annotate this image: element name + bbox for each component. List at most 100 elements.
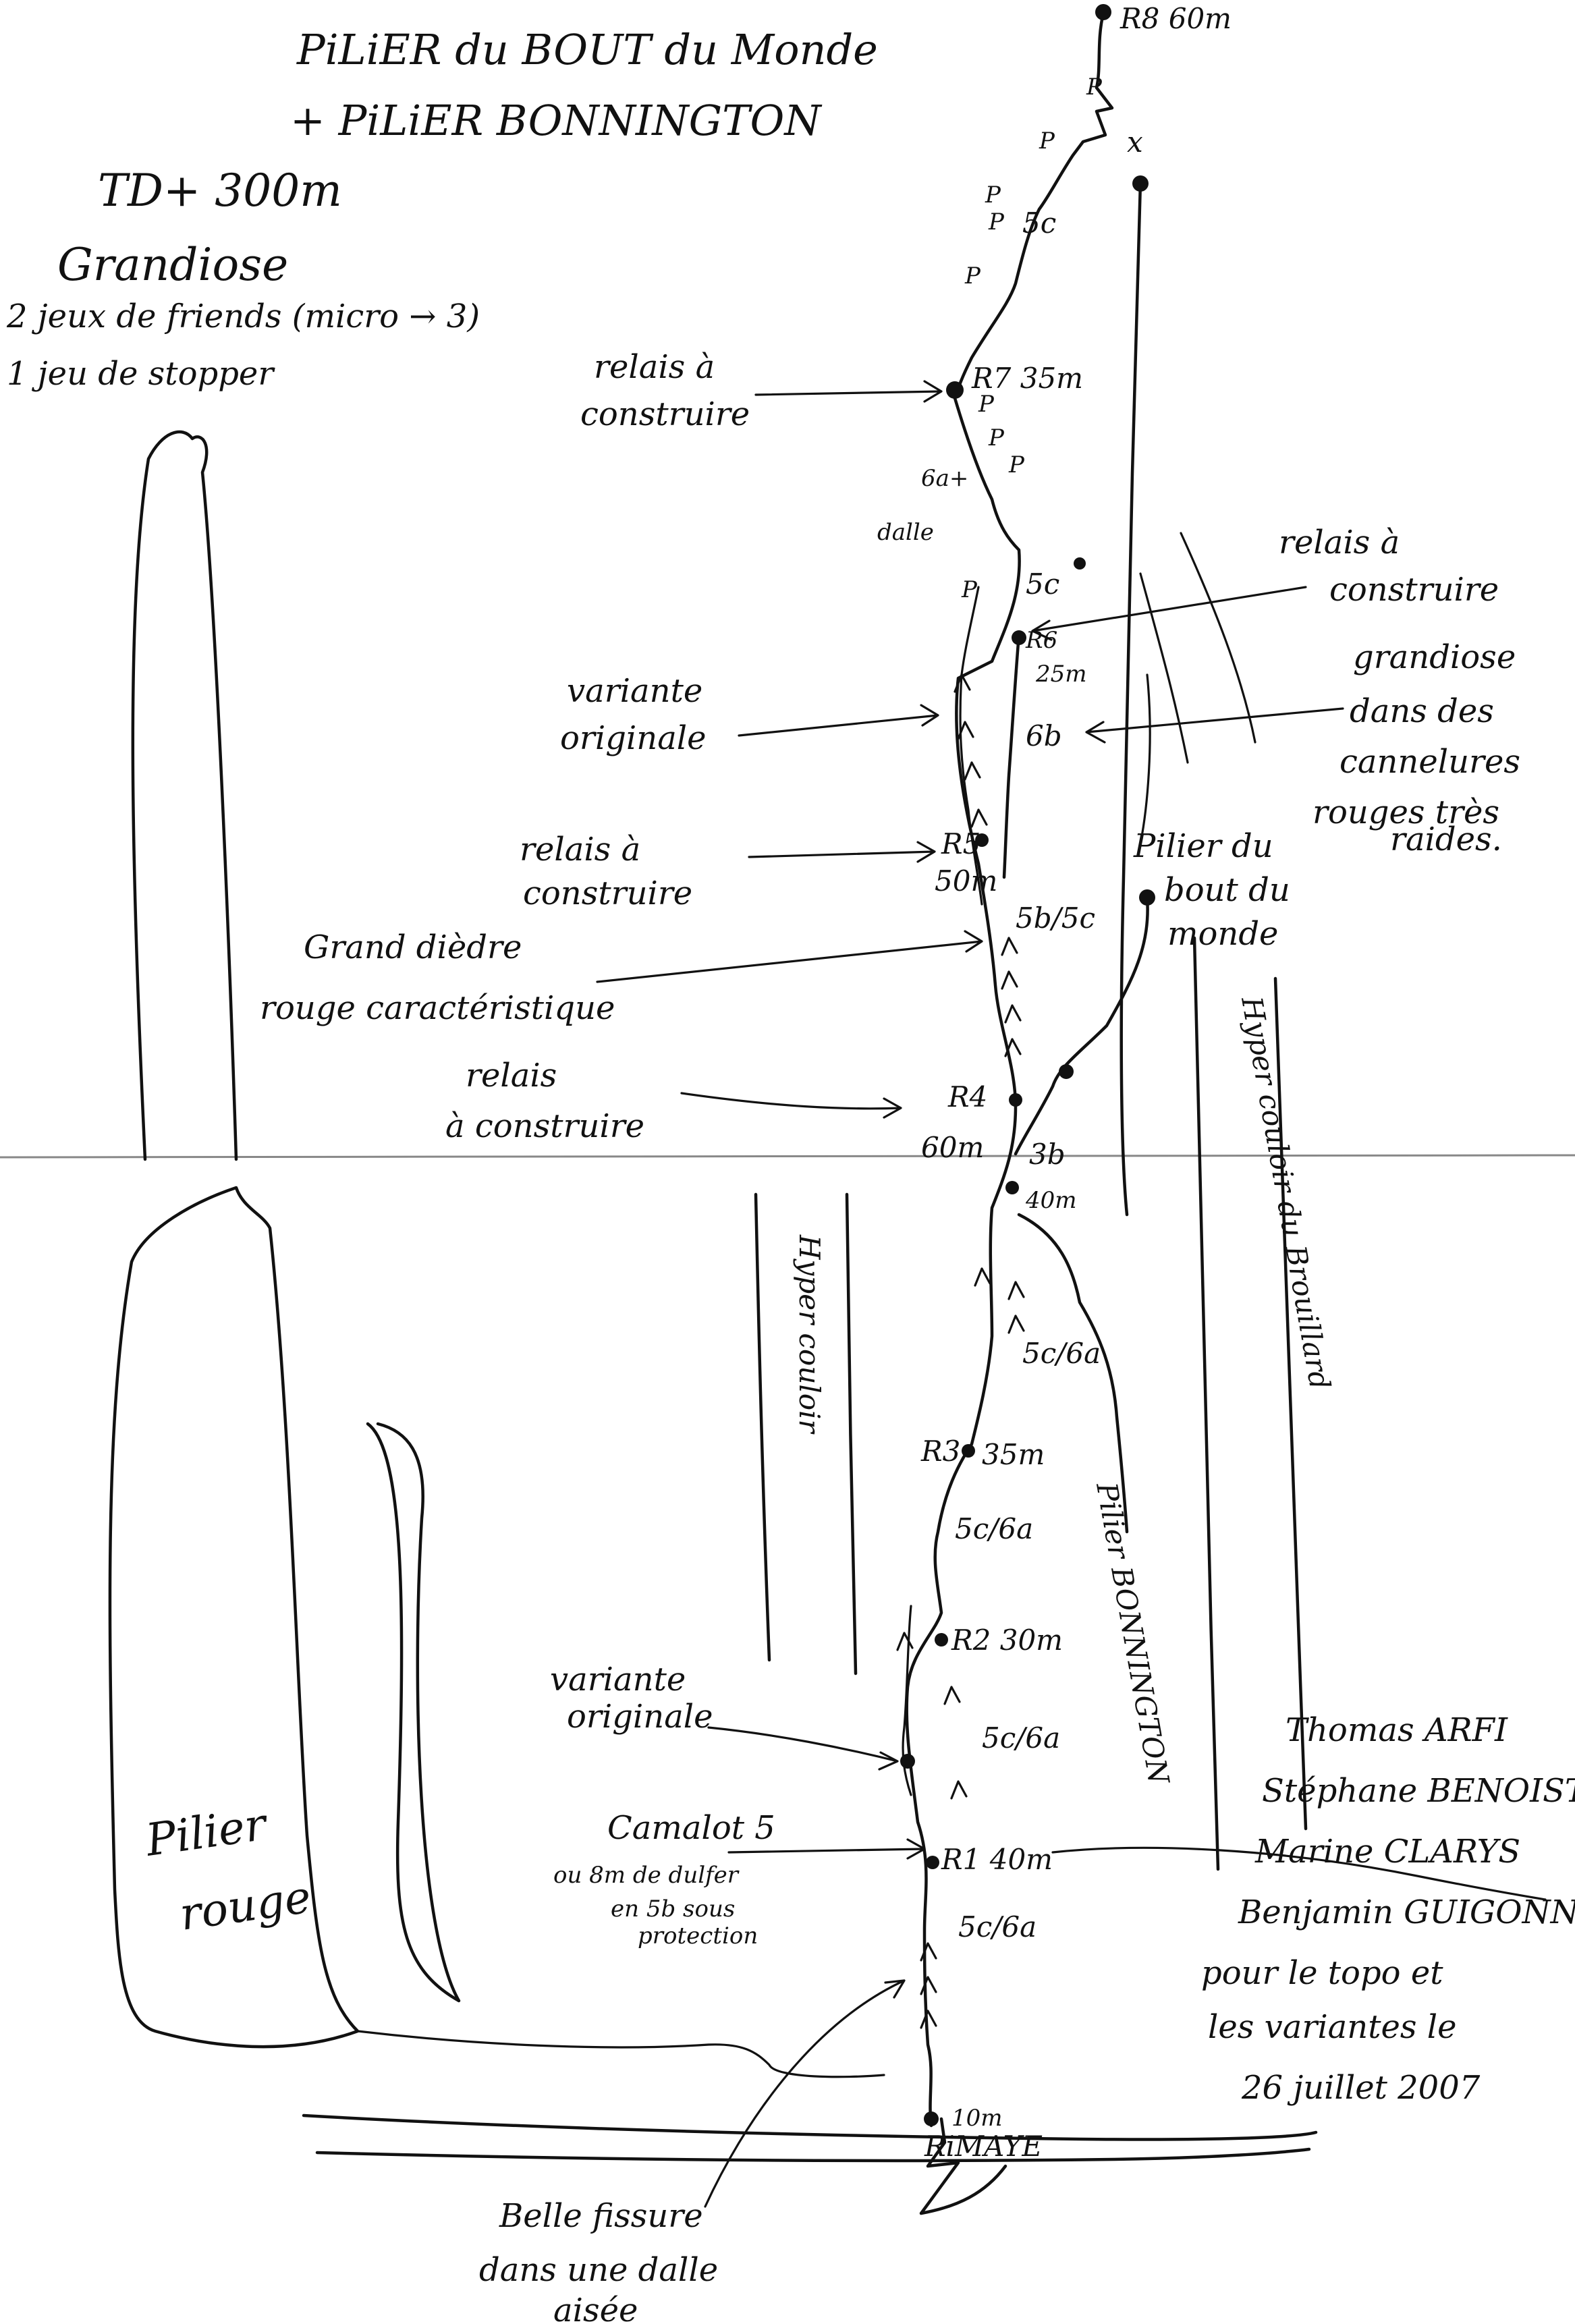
belay-length-r3: 35m: [982, 1438, 1045, 1471]
pilier-bout-label-1: Pilier du: [1133, 827, 1273, 865]
arrow-variante-upper: [738, 704, 939, 737]
variante-originale-upper-path: [959, 586, 983, 906]
route-dot-pilier-bout: [1139, 889, 1155, 906]
pilier-bonnington-line: [1017, 1213, 1129, 1534]
faint-couloir-line-3: [1139, 673, 1151, 845]
belay-label-r3: R3: [920, 1435, 960, 1468]
piton-mark-6: P: [978, 391, 995, 418]
credit-line-4: Benjamin GUIGONNET: [1238, 1893, 1575, 1931]
camalot-line-2: ou 8m de dulfer: [553, 1862, 740, 1889]
pilier-rouge-label-2: rouge: [177, 1871, 314, 1940]
grandiose-line-5: raides.: [1390, 821, 1502, 858]
title-line-1: PiLiER du BOUT du Monde: [296, 25, 878, 74]
couloir-brouillard-wall-a: [1192, 936, 1220, 1871]
grade-6b: 6b: [1026, 719, 1062, 752]
pilier-bonnington-label: Pilier BONNINGTON: [1090, 1479, 1176, 1787]
grandiose-line-1: grandiose: [1353, 638, 1516, 676]
arrow-camalot: [727, 1838, 926, 1860]
camalot-line-3: en 5b sous: [611, 1896, 735, 1922]
relais-upper-line-2: construire: [580, 395, 750, 433]
piton-mark-3: P: [985, 182, 1001, 209]
belay-dot-r6: [1012, 630, 1026, 645]
belay-label-r8: R8 60m: [1120, 2, 1232, 35]
grandiose-line-3: cannelures: [1339, 743, 1520, 781]
rimaye-line-top: [302, 2113, 1318, 2141]
grade-5c-6a-4: 5c/6a: [958, 1910, 1037, 1943]
relais-right-line-2: construire: [1329, 571, 1499, 609]
relais-mid-line-2: construire: [523, 875, 692, 912]
pilier-bout-label-2: bout du: [1164, 871, 1290, 909]
grade-5c-6a-3: 5c/6a: [982, 1721, 1060, 1754]
fissure-line-1: Belle fissure: [499, 2197, 703, 2235]
arrow-diedre: [596, 930, 983, 983]
route-dot-junction: [1059, 1064, 1074, 1079]
credit-line-1: Thomas ARFI: [1286, 1711, 1508, 1749]
piton-mark-8: P: [1008, 451, 1025, 478]
piton-mark-5: P: [964, 262, 981, 289]
route-dot-right-top: [1132, 175, 1149, 192]
arrow-relais-mid: [748, 841, 936, 863]
belay-dot-r4: [1009, 1093, 1022, 1107]
relais-upper-line-1: relais à: [594, 348, 715, 386]
pilier-rouge-label-1: Pilier: [142, 1798, 272, 1866]
grade-5c-6a-1: 5c/6a: [1022, 1337, 1101, 1370]
camalot-line-4: protection: [638, 1922, 758, 1949]
faint-couloir-line-2: [1180, 532, 1256, 744]
camalot-line-1: Camalot 5: [607, 1809, 775, 1847]
route-dot-40m: [1005, 1181, 1019, 1194]
arrow-variante-lower: [707, 1726, 899, 1771]
couloir-brouillard-wall-b: [1273, 976, 1308, 1831]
route-dot-cannelures: [1074, 557, 1086, 570]
pilier-rouge-inner-outline: [366, 1422, 461, 2003]
diedre-line-1: Grand dièdre: [304, 929, 522, 966]
arrow-relais-upper: [754, 380, 943, 403]
belay-label-r4: R4: [947, 1080, 987, 1113]
variante-lower-line-2: originale: [567, 1698, 713, 1736]
variante-upper-line-2: originale: [560, 719, 707, 757]
cannelures-variant-line: [1002, 632, 1021, 879]
arrow-relais-lower: [680, 1092, 902, 1119]
right-direct-line: [1120, 180, 1142, 1217]
grade-3b: 3b: [1029, 1138, 1066, 1171]
grandiose-line-2: dans des: [1350, 692, 1494, 730]
title-line-2: + PiLiER BONNINGTON: [290, 96, 823, 145]
route-arrow-marks: [896, 673, 1025, 2029]
credit-line-6: les variantes le: [1208, 2008, 1457, 2046]
grade-40m: 40m: [1025, 1187, 1077, 1214]
pilier-bout-du-monde-line: [1014, 895, 1149, 1156]
arrow-grandiose: [1085, 707, 1344, 744]
paper-crease: [0, 1154, 1575, 1159]
belay-label-r7: R7 35m: [971, 362, 1083, 395]
arrow-fissure: [704, 1979, 906, 2208]
faint-couloir-line-1: [1139, 572, 1189, 764]
belay-length-r5: 50m: [935, 864, 997, 897]
arrow-relais-right: [1031, 586, 1307, 641]
hyper-couloir-brouillard-label: Hyper couloir du Brouillard: [1235, 993, 1337, 1391]
belay-dot-start: [924, 2111, 939, 2126]
credit-line-2: Stéphane BENOIST: [1262, 1772, 1575, 1810]
hyper-couloir-left-label: Hyper couloir: [793, 1234, 826, 1435]
piton-mark-4: P: [988, 209, 1005, 236]
pilier-rouge-base-line: [356, 2030, 885, 2078]
grade-5b-5c: 5b/5c: [1016, 902, 1095, 935]
rimaye-label: RiMAYE: [924, 2130, 1043, 2163]
hyper-couloir-left-wall-a: [754, 1192, 771, 1662]
grade-5c-6a-2: 5c/6a: [955, 1512, 1033, 1545]
belay-dot-r3: [962, 1444, 975, 1458]
grade-dalle: dalle: [877, 519, 934, 546]
pilier-rouge-lower-outline: [108, 1186, 360, 2049]
relais-right-line-1: relais à: [1279, 524, 1400, 561]
x-mark: x: [1127, 126, 1143, 159]
fissure-line-2: dans une dalle: [479, 2251, 718, 2289]
hyper-couloir-left-wall-b: [845, 1192, 858, 1676]
belay-label-r5: R5: [941, 827, 980, 860]
grade-5c-upper: 5c: [1026, 568, 1059, 601]
fissure-line-3: aisée: [553, 2292, 638, 2324]
piton-mark-1: P: [1086, 74, 1103, 101]
belay-label-r6: R6: [1025, 627, 1057, 654]
belay-length-r6: 25m: [1035, 661, 1087, 688]
belay-dot-r7: [946, 381, 964, 399]
belay-dot-r2: [935, 1633, 948, 1647]
gear-line-1: 2 jeux de friends (micro → 3): [6, 298, 480, 335]
